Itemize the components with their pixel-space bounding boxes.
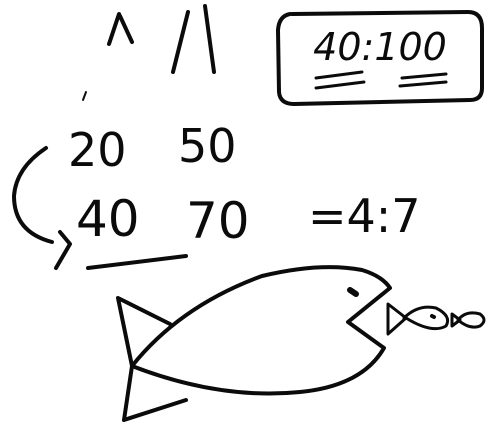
eq-bottom-left: 40 [76,190,140,248]
ratio-box-text: 40:100 [313,25,447,69]
big-fish [116,265,392,422]
eq-top-left: 20 [68,123,127,177]
ratio-underline-1 [314,70,448,80]
bottom-row-underline [86,254,188,270]
ratio-underline-2 [314,80,448,90]
small-fish-body [386,302,450,336]
ratio-box: 40:100 [276,10,484,106]
equation: 20 50 40 70 =4:7 [12,119,421,270]
curved-arrow [12,146,54,244]
big-fish-body [130,265,392,396]
eq-result: =4:7 [308,189,421,243]
eq-top-right: 50 [178,119,237,173]
curved-arrow-head [54,230,72,270]
ratio-box-outline [276,10,484,106]
small-fish-eye [430,314,436,319]
tiny-fish [450,311,486,329]
big-fish-tail [116,296,188,422]
eq-bottom-right: 70 [186,192,250,250]
top-scribbles [82,4,216,101]
big-fish-eye [347,287,359,297]
small-fish [386,302,486,336]
